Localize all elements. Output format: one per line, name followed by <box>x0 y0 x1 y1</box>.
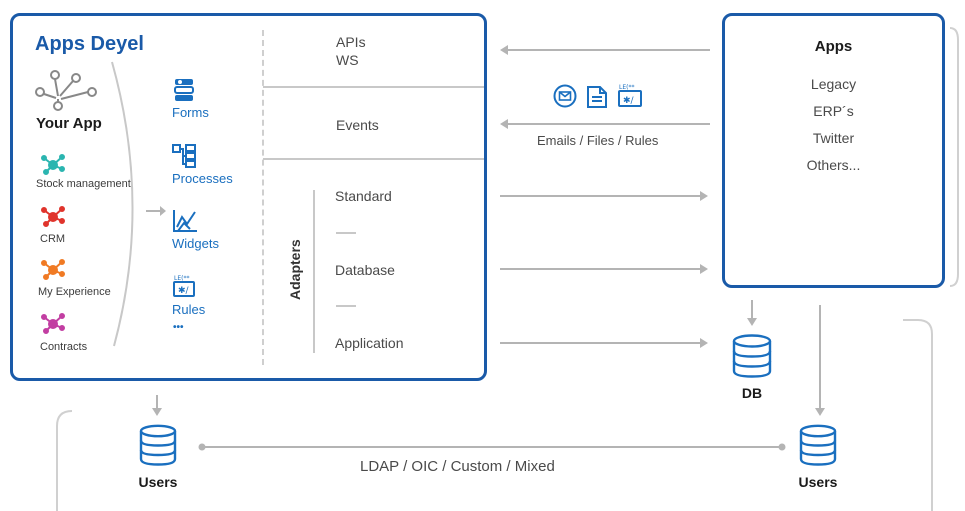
app-label-contracts: Contracts <box>40 341 88 353</box>
your-app-icon <box>35 70 97 111</box>
my-experience-icon <box>41 259 65 280</box>
your-app-label: Your App <box>36 115 102 132</box>
apps-item-twitter: Twitter <box>812 130 855 146</box>
tool-label-widgets: Widgets <box>172 236 219 251</box>
users-db-icon-right <box>799 424 837 466</box>
app-label-stock: Stock management <box>36 178 131 190</box>
app-label-crm: CRM <box>40 233 66 245</box>
widgets-icon <box>173 210 197 232</box>
apps-item-legacy: Legacy <box>810 76 857 92</box>
adapter-separator-2 <box>336 305 356 307</box>
divider-apis <box>263 86 484 88</box>
ws-label: WS <box>336 52 359 68</box>
tool-label-rules: Rules <box>172 302 206 317</box>
svg-text:LE(**: LE(** <box>174 275 189 282</box>
rules-icon: LE(** ✱∕ <box>173 275 195 297</box>
file-icon <box>587 86 607 108</box>
users-label-right: Users <box>798 474 838 490</box>
adapters-bracket <box>313 190 315 353</box>
rules-icon: LE(** ✱∕ <box>618 84 642 107</box>
apps-panel-title: Apps <box>814 38 853 55</box>
adapter-application: Application <box>335 335 404 351</box>
users-label-left: Users <box>138 474 178 490</box>
adapter-database: Database <box>335 262 395 278</box>
users-db-icon-left <box>139 424 177 466</box>
events-label: Events <box>336 117 379 133</box>
apis-label: APIs <box>336 34 366 50</box>
tool-label-processes: Processes <box>172 171 233 186</box>
adapter-separator-1 <box>336 232 356 234</box>
apps-curve-arrow <box>111 61 166 347</box>
apps-item-erps: ERP´s <box>813 103 854 119</box>
connector-label: LDAP / OIC / Custom / Mixed <box>360 458 555 475</box>
crm-icon <box>41 206 65 227</box>
email-icon <box>553 84 577 108</box>
database-icon <box>732 334 772 378</box>
contracts-icon <box>41 313 65 334</box>
more-dots: ••• <box>173 322 184 333</box>
processes-icon <box>172 144 196 168</box>
forms-icon <box>174 79 194 101</box>
app-label-my-experience: My Experience <box>38 286 111 298</box>
panel-title: Apps Deyel <box>35 33 144 55</box>
svg-text:LE(**: LE(** <box>619 84 634 91</box>
divider-events <box>263 158 484 160</box>
channel-label: Emails / Files / Rules <box>537 133 659 148</box>
apps-item-others: Others... <box>806 157 861 173</box>
stock-management-icon <box>41 154 65 175</box>
svg-text:✱∕: ✱∕ <box>623 96 635 106</box>
svg-text:✱∕: ✱∕ <box>178 286 190 296</box>
db-label: DB <box>741 385 763 401</box>
dashed-divider <box>262 30 264 365</box>
adapter-standard: Standard <box>335 188 392 204</box>
tool-label-forms: Forms <box>172 105 209 120</box>
external-apps-panel <box>722 13 945 288</box>
apps-deyel-panel <box>10 13 487 381</box>
